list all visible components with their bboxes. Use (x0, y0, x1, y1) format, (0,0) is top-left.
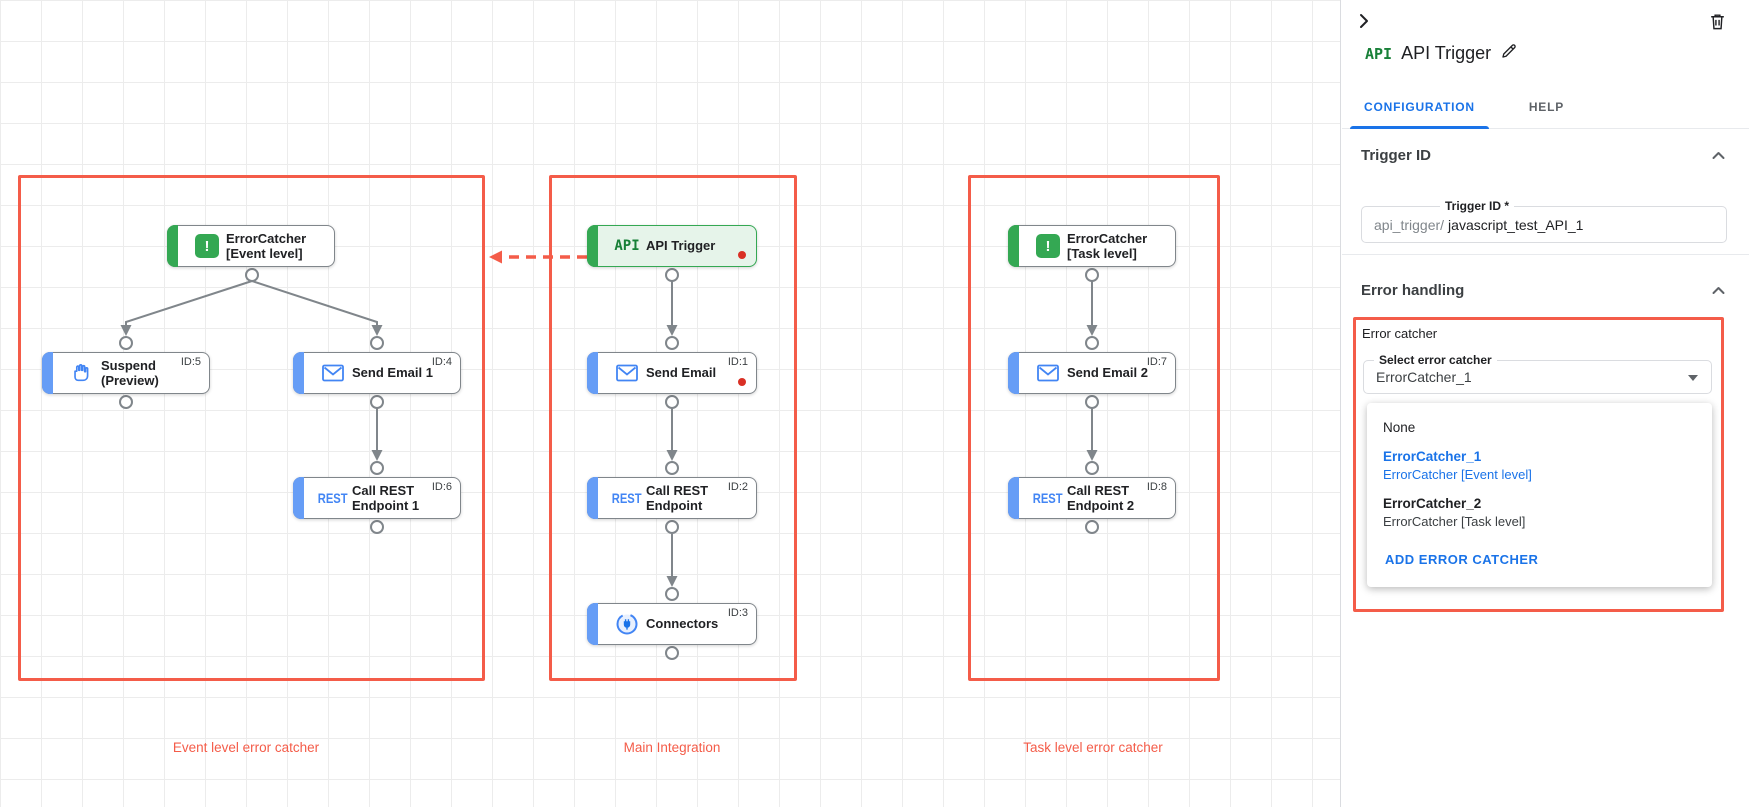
connectors-icon (610, 612, 644, 636)
node-id-badge: ID:7 (1146, 356, 1167, 368)
error-catcher-highlight-outline (1353, 317, 1724, 612)
node-id-badge: ID:3 (727, 607, 748, 619)
trigger-type-badge: API (1365, 44, 1393, 63)
group-caption-main-integration: Main Integration (623, 740, 721, 755)
node-accent-bar (42, 352, 53, 394)
task-node-send-email-1[interactable]: Send Email 1 ID:4 (293, 352, 461, 394)
node-label: API Trigger (646, 238, 716, 254)
error-catcher-select[interactable]: Select error catcher ErrorCatcher_1 (1363, 353, 1712, 394)
error-catcher-menu: None ErrorCatcher_1 ErrorCatcher [Event … (1367, 403, 1712, 587)
menu-option-errorcatcher-2[interactable]: ErrorCatcher_2 ErrorCatcher [Task level] (1383, 496, 1526, 529)
node-accent-bar (1008, 352, 1019, 394)
api-icon: API (614, 238, 640, 254)
node-accent-bar (1008, 477, 1019, 519)
edit-title-icon[interactable] (1500, 42, 1518, 65)
workflow-canvas[interactable]: ! ErrorCatcher[Event level] Suspend(Prev… (0, 0, 1341, 807)
node-id-badge: ID:2 (727, 481, 748, 493)
trigger-id-value: javascript_test_API_1 (1448, 216, 1584, 233)
node-label: Connectors (646, 616, 719, 632)
node-accent-bar (293, 352, 304, 394)
main-integration-group-outline (549, 175, 797, 681)
alert-dot (738, 378, 746, 386)
tab-configuration[interactable]: CONFIGURATION (1346, 84, 1493, 129)
node-accent-bar (293, 477, 304, 519)
collapse-section-icon (1712, 152, 1725, 159)
group-caption-task-level: Task level error catcher (1023, 740, 1163, 755)
error-catcher-icon: ! (1031, 234, 1065, 258)
select-value: ErrorCatcher_1 (1376, 369, 1472, 385)
node-label: ErrorCatcher[Event level] (226, 230, 307, 261)
trigger-id-field-label: Trigger ID * (1440, 199, 1515, 213)
collapse-panel-icon[interactable] (1354, 11, 1374, 36)
section-divider (1342, 254, 1749, 255)
node-id-badge: ID:4 (431, 356, 452, 368)
task-level-group-outline (968, 175, 1220, 681)
section-trigger-id[interactable]: Trigger ID (1361, 147, 1725, 164)
node-label: Send Email 2 (1067, 365, 1148, 381)
email-icon (316, 363, 350, 383)
task-node-send-email-2[interactable]: Send Email 2 ID:7 (1008, 352, 1176, 394)
node-id-badge: ID:6 (431, 481, 452, 493)
email-icon (610, 363, 644, 383)
node-accent-bar (587, 352, 598, 394)
trigger-id-field[interactable]: Trigger ID * api_trigger/ javascript_tes… (1361, 199, 1727, 243)
node-accent-bar (587, 225, 598, 267)
section-error-handling[interactable]: Error handling (1361, 282, 1725, 299)
menu-option-none[interactable]: None (1383, 420, 1416, 435)
dropdown-caret-icon (1688, 375, 1698, 381)
node-label: Send Email 1 (352, 365, 433, 381)
hand-icon (65, 362, 99, 384)
node-accent-bar (167, 225, 178, 267)
tab-help[interactable]: HELP (1528, 99, 1565, 114)
node-accent-bar (1008, 225, 1019, 267)
trigger-id-prefix: api_trigger/ (1374, 216, 1445, 233)
email-icon (1031, 363, 1065, 383)
error-catcher-label: Error catcher (1362, 326, 1438, 341)
select-label: Select error catcher (1374, 353, 1497, 367)
collapse-section-icon (1712, 287, 1725, 294)
trigger-node-api-trigger[interactable]: API API Trigger (587, 225, 757, 267)
node-label: Send Email (646, 365, 717, 381)
node-accent-bar (587, 477, 598, 519)
panel-tabs: CONFIGURATION HELP (1342, 84, 1749, 129)
error-catcher-icon: ! (190, 234, 224, 258)
menu-option-errorcatcher-1[interactable]: ErrorCatcher_1 ErrorCatcher [Event level… (1383, 449, 1532, 482)
task-node-suspend[interactable]: Suspend(Preview) ID:5 (42, 352, 210, 394)
node-label: Suspend(Preview) (101, 357, 159, 388)
node-accent-bar (587, 603, 598, 645)
add-error-catcher-button[interactable]: ADD ERROR CATCHER (1385, 552, 1539, 567)
rest-icon: REST (1033, 490, 1063, 506)
event-level-group-outline (18, 175, 485, 681)
node-id-badge: ID:5 (180, 356, 201, 368)
task-node-send-email[interactable]: Send Email ID:1 (587, 352, 757, 394)
group-caption-event-level: Event level error catcher (172, 740, 320, 755)
config-side-panel: API API Trigger CONFIGURATION HELP Trigg… (1342, 0, 1749, 807)
node-id-badge: ID:1 (727, 356, 748, 368)
task-node-errorcatcher-task[interactable]: ! ErrorCatcher[Task level] (1008, 225, 1176, 267)
delete-trigger-icon[interactable] (1708, 12, 1727, 36)
alert-dot (738, 251, 746, 259)
task-node-errorcatcher-event[interactable]: ! ErrorCatcher[Event level] (167, 225, 335, 267)
node-label: ErrorCatcher[Task level] (1067, 230, 1148, 261)
task-node-connectors[interactable]: Connectors ID:3 (587, 603, 757, 645)
panel-title: API Trigger (1401, 43, 1492, 63)
rest-icon: REST (612, 490, 642, 506)
rest-icon: REST (318, 490, 348, 506)
node-id-badge: ID:8 (1146, 481, 1167, 493)
